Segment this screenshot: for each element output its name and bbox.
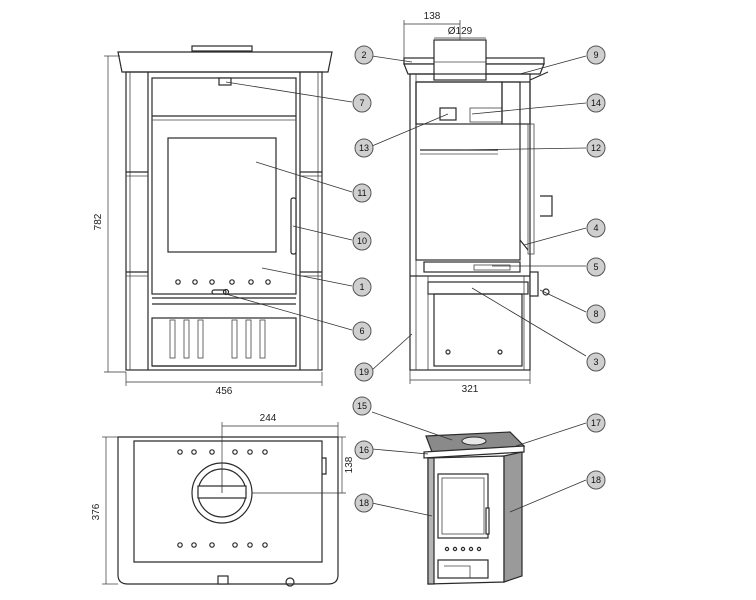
svg-text:9: 9 — [593, 50, 598, 60]
svg-text:7: 7 — [359, 98, 364, 108]
svg-text:6: 6 — [359, 326, 364, 336]
top-flue-offset-dimension: 138 — [252, 436, 355, 494]
svg-text:16: 16 — [359, 445, 369, 455]
dimension-138-side: 138 — [424, 11, 441, 22]
callout-13: 13 — [354, 138, 374, 158]
callout-16: 16 — [354, 440, 374, 460]
svg-text:19: 19 — [359, 367, 369, 377]
callout-18-right: 18 — [586, 470, 606, 490]
dimension-diameter-129: Ø129 — [448, 26, 473, 37]
flue-diameter-dimension: Ø129 — [434, 26, 486, 39]
svg-text:17: 17 — [591, 418, 601, 428]
dimension-244: 244 — [260, 413, 277, 424]
svg-text:18: 18 — [591, 475, 601, 485]
svg-text:14: 14 — [591, 98, 601, 108]
svg-text:18: 18 — [359, 498, 369, 508]
side-section-view — [403, 39, 553, 371]
callout-7: 7 — [352, 93, 372, 113]
callout-18-left: 18 — [354, 493, 374, 513]
callout-17: 17 — [586, 413, 606, 433]
svg-text:12: 12 — [591, 143, 601, 153]
front-width-dimension: 456 — [125, 372, 323, 397]
callout-10: 10 — [352, 231, 372, 251]
isometric-view — [423, 431, 526, 585]
callout-6: 6 — [352, 321, 372, 341]
callout-9: 9 — [586, 45, 606, 65]
callout-4: 4 — [586, 218, 606, 238]
svg-text:4: 4 — [593, 223, 598, 233]
dimension-456: 456 — [216, 386, 233, 397]
dimension-138-top: 138 — [344, 456, 355, 473]
svg-text:13: 13 — [359, 143, 369, 153]
dimension-321: 321 — [462, 384, 479, 395]
svg-text:5: 5 — [593, 262, 598, 272]
top-width-dimension: 244 — [221, 413, 339, 463]
callout-11: 11 — [352, 183, 372, 203]
callout-8: 8 — [586, 304, 606, 324]
front-view — [117, 45, 333, 371]
callout-3: 3 — [586, 352, 606, 372]
front-height-dimension: 782 — [93, 55, 126, 373]
svg-text:11: 11 — [357, 188, 366, 198]
svg-text:10: 10 — [357, 236, 367, 246]
flue-offset-dimension: 138 — [403, 11, 461, 58]
top-view — [117, 436, 339, 587]
dimension-376: 376 — [91, 503, 102, 520]
callout-2: 2 — [354, 45, 374, 65]
callout-12: 12 — [586, 138, 606, 158]
callout-5: 5 — [586, 257, 606, 277]
top-depth-dimension: 376 — [91, 436, 118, 585]
svg-text:8: 8 — [593, 309, 598, 319]
callout-14: 14 — [586, 93, 606, 113]
depth-dimension: 321 — [409, 370, 531, 395]
callout-19: 19 — [354, 362, 374, 382]
dimension-782: 782 — [93, 213, 104, 230]
svg-text:15: 15 — [357, 401, 367, 411]
svg-text:3: 3 — [593, 357, 598, 367]
leader-lines — [221, 55, 587, 517]
callout-1: 1 — [352, 277, 372, 297]
callout-15: 15 — [352, 396, 372, 416]
svg-text:1: 1 — [359, 282, 364, 292]
svg-text:2: 2 — [361, 50, 366, 60]
